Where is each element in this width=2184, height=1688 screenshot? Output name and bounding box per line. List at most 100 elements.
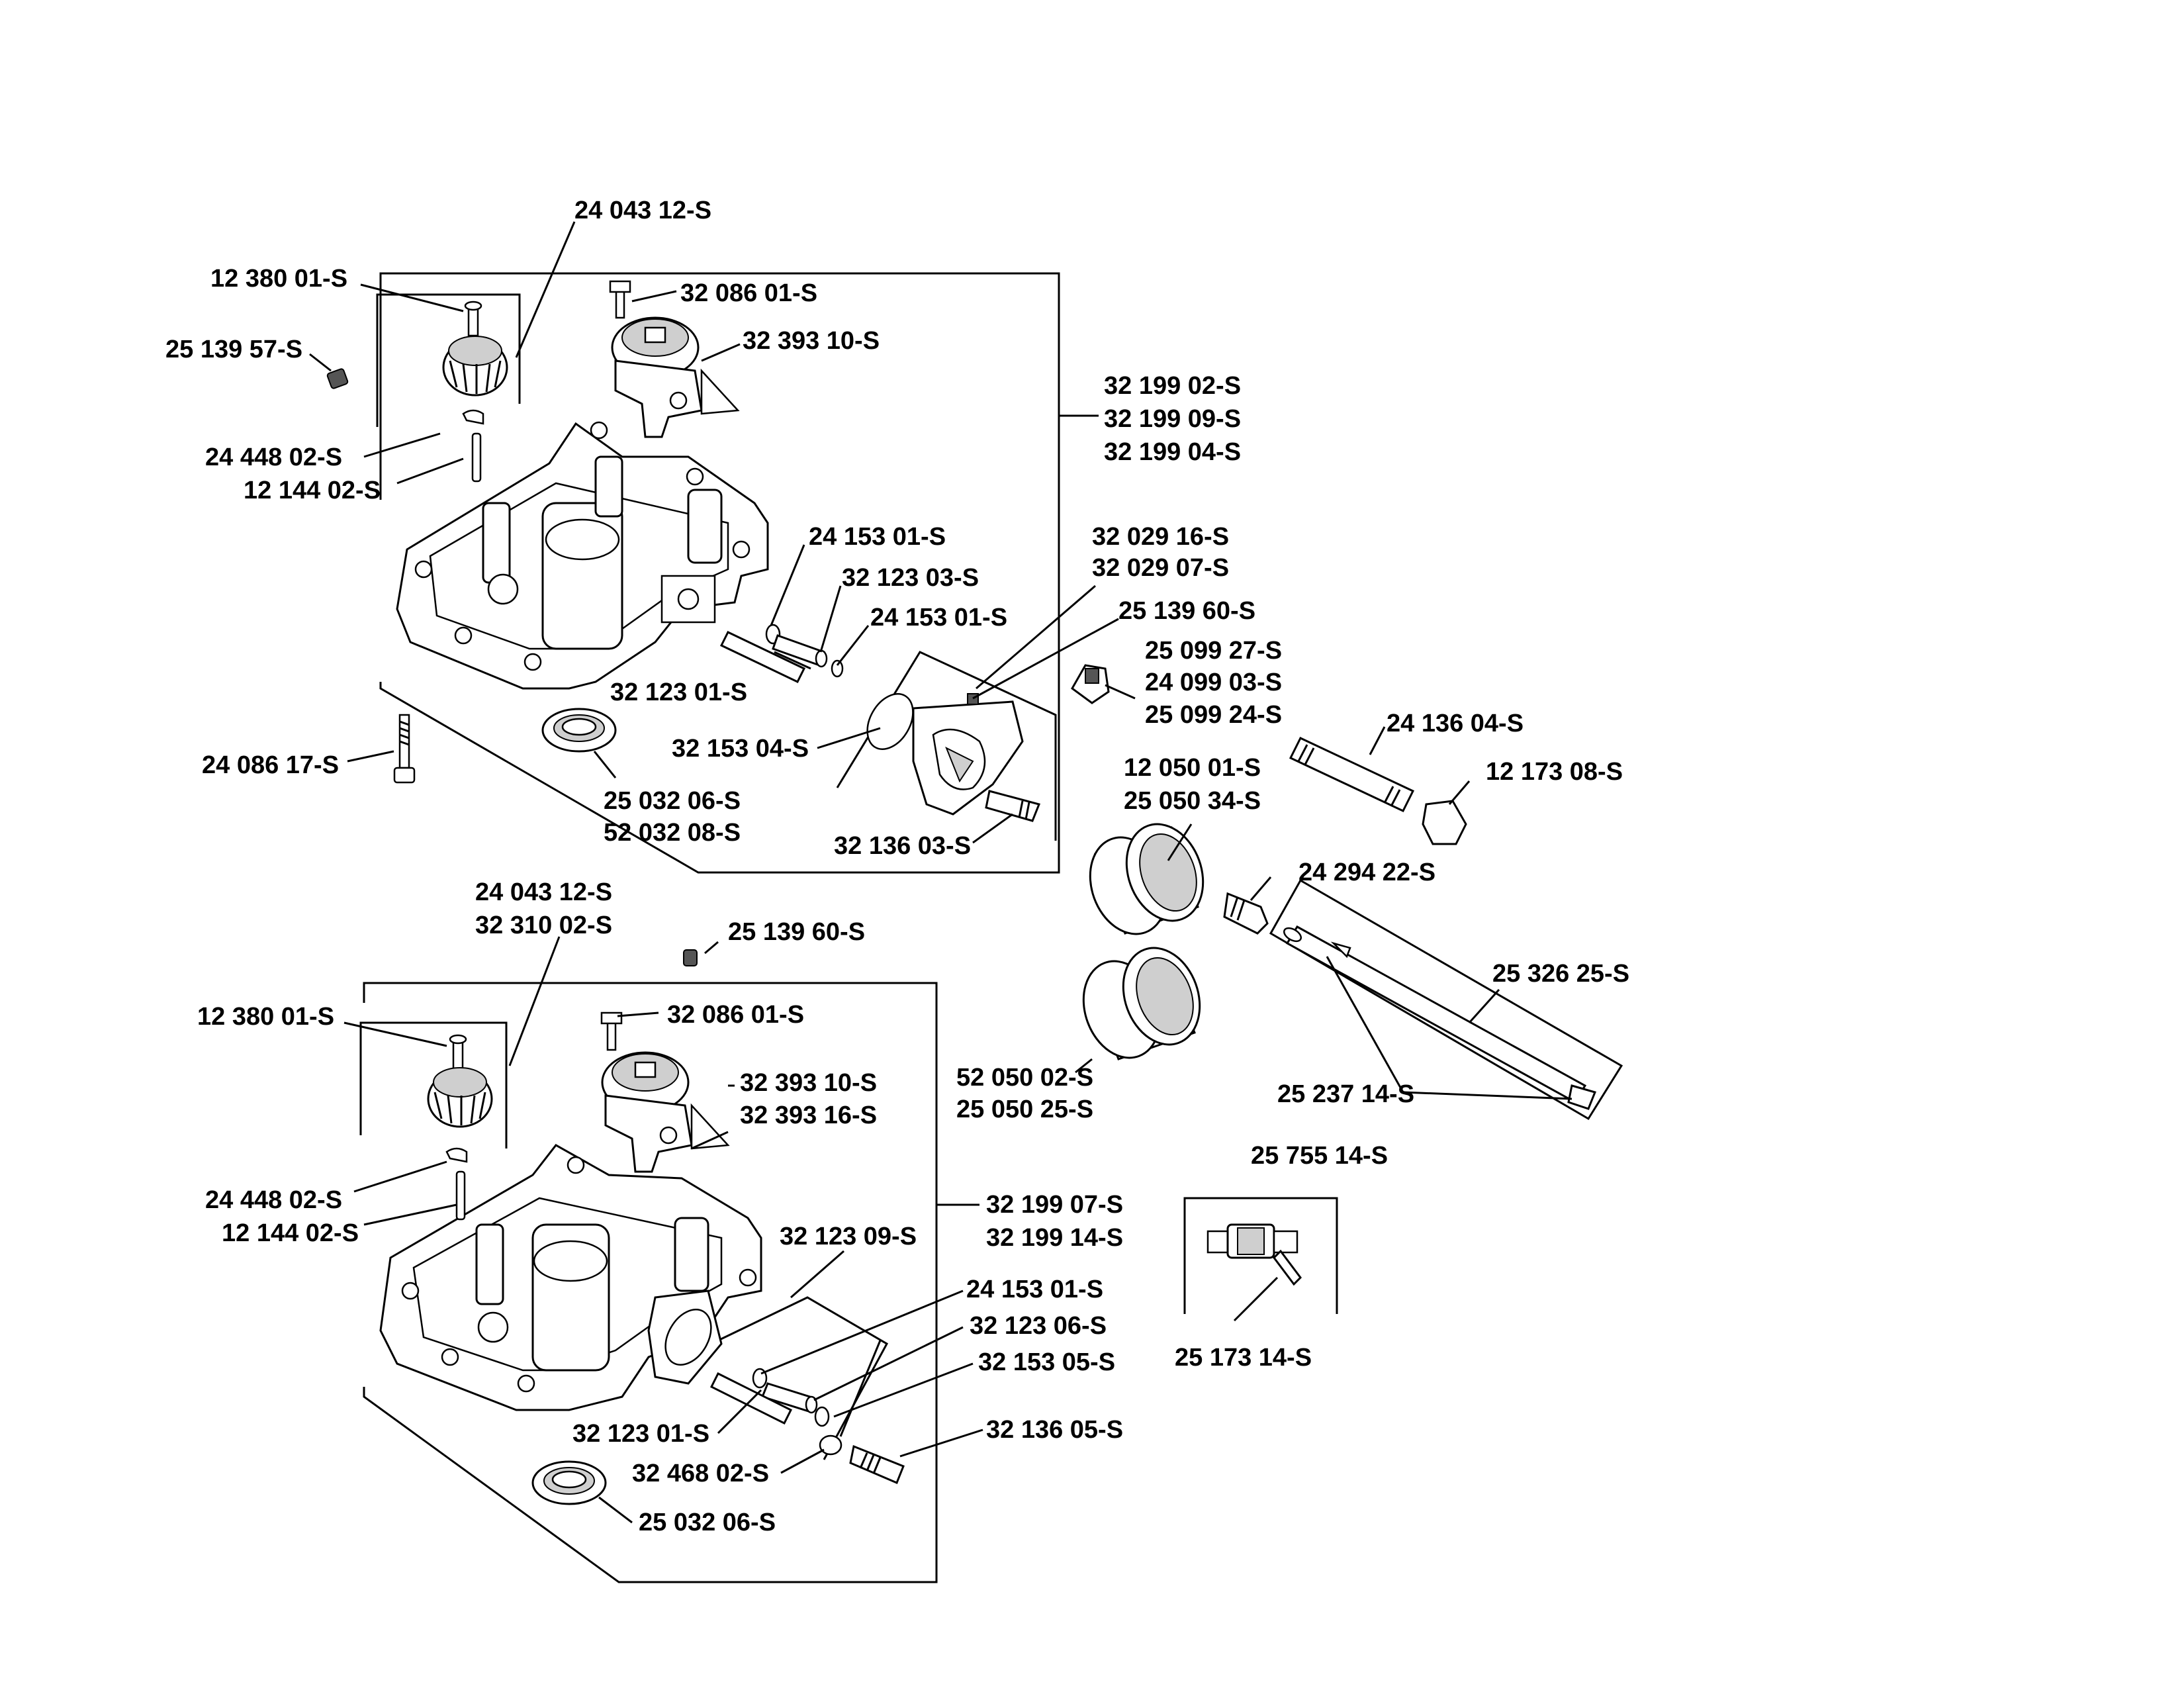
label-u-12144-02: 12 144 02-S	[244, 477, 381, 504]
part-number-labels: 24 043 12-S 12 380 01-S 25 139 57-S 32 0…	[165, 197, 1629, 1536]
label-l-32199-07: 32 199 07-S	[986, 1191, 1123, 1219]
label-m-24294-22: 24 294 22-S	[1298, 859, 1435, 886]
label-l-32199-14: 32 199 14-S	[986, 1224, 1123, 1252]
label-m-25099-27: 25 099 27-S	[1145, 637, 1282, 665]
label-u-24153-01a: 24 153 01-S	[809, 523, 946, 551]
lower-pump-bracket	[717, 1296, 889, 1460]
upper-clip	[462, 409, 484, 425]
label-u-32199-04: 32 199 04-S	[1104, 438, 1241, 466]
label-l-24043-12: 24 043 12-S	[475, 878, 612, 906]
drain-hose-bracket	[1269, 878, 1623, 1121]
upper-oil-pump-gear	[609, 280, 740, 438]
upper-plug-32136-03	[985, 790, 1041, 822]
upper-sump-assembly	[309, 221, 1119, 874]
label-u-32199-02: 32 199 02-S	[1104, 372, 1241, 400]
lower-oil-pump-gear	[600, 1011, 730, 1173]
label-l-32123-01: 32 123 01-S	[572, 1420, 709, 1448]
label-u-32136-03: 32 136 03-S	[834, 832, 971, 860]
label-m-12173-08: 12 173 08-S	[1486, 758, 1623, 786]
lower-sump-assembly	[343, 936, 983, 1583]
upper-tube-32123-01	[719, 631, 806, 683]
label-u-32123-03: 32 123 03-S	[842, 564, 979, 592]
label-u-32086-01: 32 086 01-S	[680, 279, 817, 307]
label-u-32123-01: 32 123 01-S	[610, 679, 747, 706]
label-m-25099-24: 25 099 24-S	[1145, 701, 1282, 729]
label-l-12380-01: 12 380 01-S	[197, 1003, 334, 1031]
label-l-24448-02: 24 448 02-S	[205, 1186, 342, 1214]
label-l-32153-05: 32 153 05-S	[978, 1348, 1115, 1376]
label-m-32029-16: 32 029 16-S	[1092, 523, 1229, 551]
label-l-32123-06: 32 123 06-S	[970, 1312, 1107, 1340]
label-m-25050-34: 25 050 34-S	[1124, 787, 1261, 815]
drain-valve-bracket	[1183, 1197, 1338, 1314]
label-m-32029-07: 32 029 07-S	[1092, 554, 1229, 582]
label-m-24099-03: 24 099 03-S	[1145, 669, 1282, 696]
label-u-32153-04: 32 153 04-S	[672, 735, 809, 763]
lower-governor-shaft	[455, 1170, 466, 1221]
label-l-32468-02: 32 468 02-S	[632, 1460, 769, 1487]
lower-clip	[445, 1147, 468, 1163]
upper-pump-cover	[866, 692, 1024, 816]
lower-assembly-outline	[363, 982, 938, 1583]
lower-governor-bracket	[359, 1021, 508, 1149]
label-l-32310-02: 32 310 02-S	[475, 912, 612, 939]
label-u-24043-12: 24 043 12-S	[574, 197, 711, 224]
label-m-25326-25: 25 326 25-S	[1492, 960, 1629, 988]
label-l-25139-60: 25 139 60-S	[728, 918, 865, 946]
label-u-52032-08: 52 032 08-S	[604, 819, 741, 847]
lower-plug-32136-05	[849, 1444, 905, 1484]
lower-washer-32468-02	[819, 1434, 842, 1456]
label-m-25173-14: 25 173 14-S	[1175, 1344, 1312, 1372]
label-u-32199-09: 32 199 09-S	[1104, 405, 1241, 433]
upper-sump-body	[396, 421, 769, 690]
oil-filter-upper	[1089, 823, 1205, 935]
label-l-24153-01: 24 153 01-S	[966, 1276, 1103, 1303]
upper-sleeve-32123-03	[772, 634, 828, 668]
label-l-12144-02: 12 144 02-S	[222, 1219, 359, 1247]
upper-seal-25032-06	[541, 708, 617, 753]
pipe-24136-04	[1289, 737, 1415, 812]
upper-bolt-24086-17	[393, 714, 416, 784]
upper-governor-shaft	[471, 432, 482, 483]
label-l-32086-01: 32 086 01-S	[667, 1001, 804, 1029]
nipple-24294-22	[1223, 892, 1269, 935]
label-l-32393-10: 32 393 10-S	[740, 1069, 877, 1097]
lower-setscrew-25139-60	[683, 949, 698, 966]
label-m-52050-02: 52 050 02-S	[956, 1064, 1093, 1092]
oil-filter-group	[1071, 664, 1623, 1322]
label-u-25139-57: 25 139 57-S	[165, 336, 302, 363]
label-l-32136-05: 32 136 05-S	[986, 1416, 1123, 1444]
upper-governor-gear	[442, 301, 508, 397]
label-m-25050-25: 25 050 25-S	[956, 1096, 1093, 1123]
cap-12173-08	[1422, 800, 1467, 845]
label-u-24153-01b: 24 153 01-S	[870, 604, 1007, 632]
upper-oring-24153-01b	[831, 659, 844, 678]
label-u-24086-17: 24 086 17-S	[202, 751, 339, 779]
lower-oring-32153-05	[814, 1406, 830, 1427]
lower-governor-gear	[427, 1034, 493, 1128]
upper-assembly-outline	[379, 272, 1060, 874]
lower-tube-32123-01	[709, 1372, 793, 1425]
oil-sensor-25099-27	[1071, 664, 1110, 704]
label-m-25139-60: 25 139 60-S	[1118, 597, 1255, 625]
label-l-25032-06: 25 032 06-S	[639, 1509, 776, 1536]
label-l-32393-16: 32 393 16-S	[740, 1102, 877, 1129]
label-l-32123-09: 32 123 09-S	[780, 1223, 917, 1250]
label-m-25237-14: 25 237 14-S	[1277, 1080, 1414, 1108]
drain-hose-25326-25	[1283, 925, 1597, 1110]
lower-sump-body	[379, 1144, 762, 1411]
label-u-12380-01: 12 380 01-S	[210, 265, 347, 293]
lower-seal-25032-06	[531, 1460, 607, 1505]
oil-filter-lower	[1082, 947, 1201, 1060]
label-m-25755-14: 25 755 14-S	[1251, 1142, 1388, 1170]
label-m-24136-04: 24 136 04-S	[1387, 710, 1524, 737]
label-u-32393-10: 32 393 10-S	[743, 327, 880, 355]
label-u-24448-02: 24 448 02-S	[205, 444, 342, 471]
lower-sleeve-32123-06	[761, 1382, 818, 1414]
label-m-12050-01: 12 050 01-S	[1124, 754, 1261, 782]
upper-setscrew-25139-57	[326, 368, 349, 389]
drain-valve-25755-14	[1206, 1223, 1302, 1286]
label-u-25032-06: 25 032 06-S	[604, 787, 741, 815]
